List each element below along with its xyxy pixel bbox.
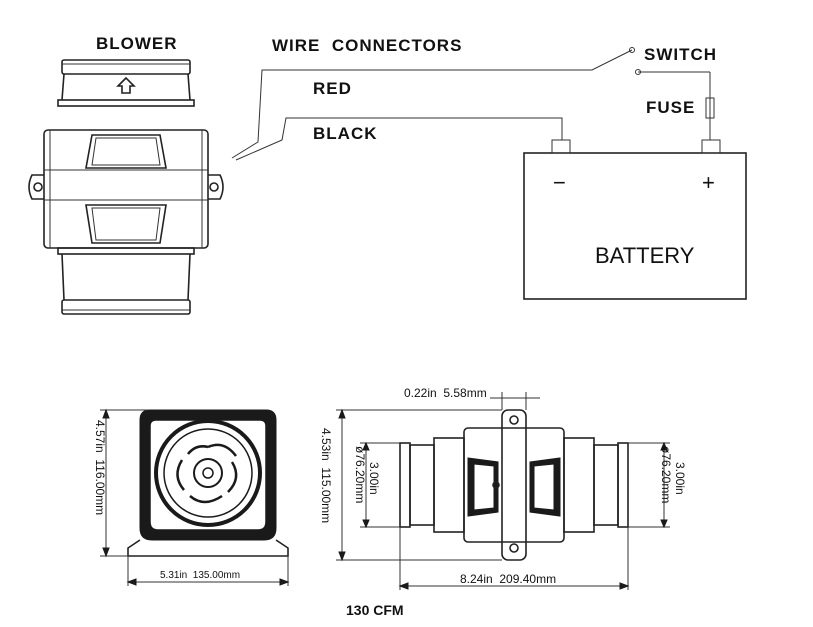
airflow-caption: 130 CFM xyxy=(346,602,404,618)
black-wire xyxy=(235,117,563,161)
side-right-diameter-dimension xyxy=(628,441,670,529)
front-height-label: 4.57in 116.00mm xyxy=(93,420,107,515)
side-top-dimension xyxy=(490,392,540,410)
switch-symbol xyxy=(629,47,711,98)
battery-label: BATTERY xyxy=(595,243,695,268)
battery xyxy=(523,139,747,300)
switch-label: SWITCH xyxy=(644,45,717,64)
side-view-drawing xyxy=(399,409,629,561)
battery-minus-symbol: − xyxy=(553,170,566,195)
battery-plus-symbol: + xyxy=(702,170,715,195)
front-view-drawing xyxy=(127,409,289,557)
red-label: RED xyxy=(313,79,352,98)
side-right-diameter-mm: ø76.20mm xyxy=(659,446,673,503)
wires xyxy=(231,49,633,161)
side-left-diameter-dimension xyxy=(360,441,400,529)
airflow-arrow-icon xyxy=(116,76,136,94)
side-left-diameter-in: 3.00in xyxy=(367,462,381,495)
red-wire xyxy=(231,49,633,159)
fuse-symbol xyxy=(705,97,715,140)
blower-drawing xyxy=(28,59,224,315)
side-top-label: 0.22in 5.58mm xyxy=(404,386,487,400)
black-label: BLACK xyxy=(313,124,378,143)
front-height-dimension xyxy=(100,408,148,558)
side-length-label: 8.24in 209.40mm xyxy=(460,572,556,586)
front-width-label: 5.31in 135.00mm xyxy=(160,570,240,581)
fuse-label: FUSE xyxy=(646,98,695,117)
blower-label: BLOWER xyxy=(96,34,178,53)
side-length-dimension xyxy=(398,527,630,590)
wire-connectors-label: WIRE CONNECTORS xyxy=(272,36,462,55)
side-height-dimension xyxy=(336,408,502,562)
side-height-label: 4.53in 115.00mm xyxy=(319,428,333,523)
side-left-diameter-mm: ø76.20mm xyxy=(353,446,367,503)
front-width-dimension xyxy=(126,556,290,586)
side-right-diameter-in: 3.00in xyxy=(673,462,687,495)
